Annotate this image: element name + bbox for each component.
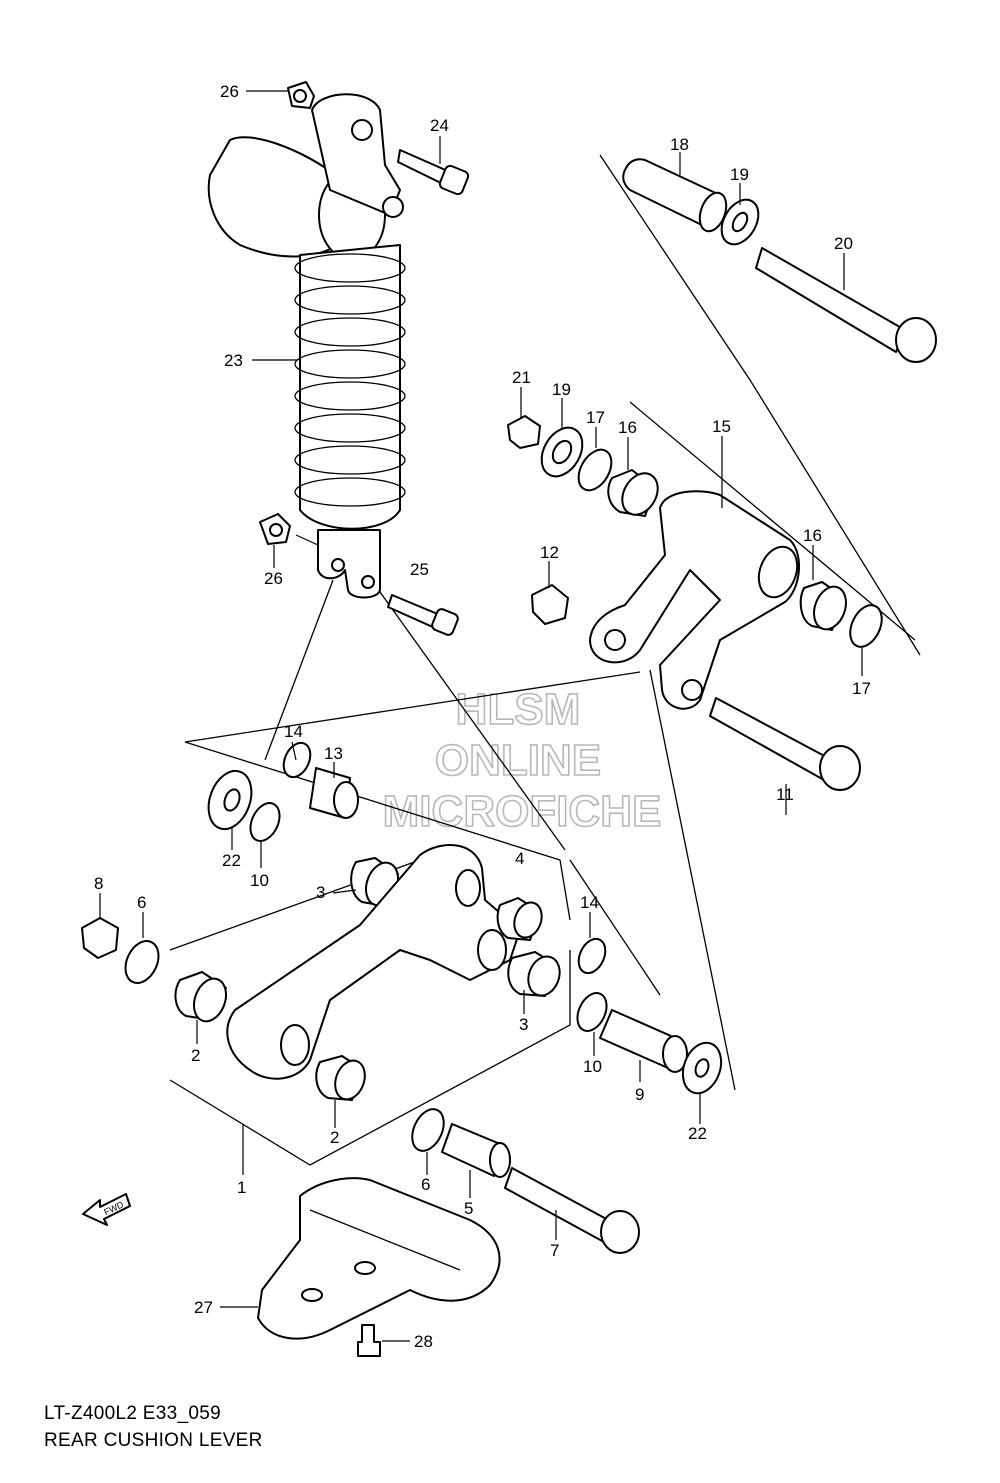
callout-22-right: 22 <box>688 1124 707 1143</box>
nut-21 <box>507 415 541 449</box>
outline-bottom-frame <box>169 950 571 1166</box>
shock-top-mount <box>311 93 401 216</box>
watermark-line-3: MICROFICHE <box>383 787 662 836</box>
watermark: HLSM ONLINE MICROFICHE <box>382 684 662 837</box>
outline-lower-link-frame <box>184 671 641 743</box>
callout-17-lower: 17 <box>852 679 871 698</box>
collar-5 <box>441 1123 511 1178</box>
callout-22-left: 22 <box>222 851 241 870</box>
callout-25: 25 <box>410 560 429 579</box>
outline-upper-pin-group <box>599 154 921 656</box>
seal-10-right <box>576 992 608 1032</box>
diagram-title: REAR CUSHION LEVER <box>44 1430 263 1451</box>
callout-23: 23 <box>224 351 243 370</box>
assembly-outlines <box>169 154 921 1166</box>
rear-shock-absorber <box>207 93 406 599</box>
outline-cushion-lever-group <box>629 401 916 641</box>
nut-8 <box>81 917 119 959</box>
collar-9 <box>599 1009 688 1073</box>
callout-11: 11 <box>776 785 794 804</box>
outline-shock-left <box>264 579 334 761</box>
callout-numbers: 26 24 23 26 25 18 19 20 21 19 17 16 15 1… <box>94 82 871 1351</box>
callout-8: 8 <box>94 874 103 893</box>
callout-24: 24 <box>430 116 449 135</box>
callout-19-upper: 19 <box>730 165 749 184</box>
callout-2-left: 2 <box>191 1046 200 1065</box>
nut-12 <box>531 584 569 625</box>
seal-17-upper <box>577 448 613 492</box>
watermark-line-1: HLSM <box>456 685 581 734</box>
callout-26-lower: 26 <box>264 569 283 588</box>
washer-6-lower <box>411 1108 445 1152</box>
fwd-arrow-icon: FWD <box>82 1193 131 1226</box>
callout-3-left: 3 <box>316 883 325 902</box>
collar-13 <box>309 767 359 819</box>
guard-27 <box>257 1177 501 1340</box>
outline-right-frame <box>569 859 661 996</box>
bearing-2-left <box>174 971 227 1023</box>
bolt-7 <box>504 1167 640 1254</box>
callout-17-upper: 17 <box>586 408 605 427</box>
callout-27: 27 <box>194 1298 213 1317</box>
outline-right-long <box>649 669 736 1091</box>
nut-26-top <box>287 81 315 109</box>
callout-16-upper: 16 <box>618 418 637 437</box>
callout-10-right: 10 <box>583 1057 602 1076</box>
washer-6-left <box>124 940 160 984</box>
bearing-2-lower <box>315 1055 366 1101</box>
callout-16-lower: 16 <box>803 526 822 545</box>
callout-7: 7 <box>550 1241 559 1260</box>
bearing-16-lower <box>799 581 847 631</box>
seal-14-right <box>577 937 607 975</box>
callout-1: 1 <box>237 1178 246 1197</box>
outline-shock-right <box>374 584 566 851</box>
bolt-20 <box>755 247 937 363</box>
seal-14-left <box>282 741 312 779</box>
bolt-11 <box>709 697 861 791</box>
seal-10-left <box>249 802 281 842</box>
seal-17-lower <box>849 604 883 648</box>
bearing-3-right-upper <box>496 897 543 941</box>
callout-5: 5 <box>464 1199 473 1218</box>
collar-18 <box>622 158 728 233</box>
callout-19-lower: 19 <box>552 380 571 399</box>
bearing-16-upper <box>607 469 659 517</box>
callout-14-right: 14 <box>580 893 599 912</box>
washer-19-lower <box>540 426 584 478</box>
callout-3-right: 3 <box>519 1015 528 1034</box>
callout-6-left: 6 <box>137 893 146 912</box>
top-mount-bore <box>351 119 373 141</box>
washer-22-left <box>207 769 253 831</box>
callout-14-left: 14 <box>284 722 303 741</box>
shock-spring <box>294 244 406 530</box>
outline-left-frame <box>184 741 571 921</box>
adjuster-knob <box>382 196 404 218</box>
callout-10-left: 10 <box>250 871 269 890</box>
leader-lines <box>99 90 863 1342</box>
callout-4: 4 <box>515 849 524 868</box>
callout-6-lower: 6 <box>421 1175 430 1194</box>
cushion-lever-15 <box>589 490 801 710</box>
callout-28: 28 <box>414 1332 433 1351</box>
callout-21: 21 <box>512 368 531 387</box>
callout-12: 12 <box>540 543 559 562</box>
watermark-line-2: ONLINE <box>435 736 601 785</box>
callout-26-top: 26 <box>220 82 239 101</box>
bolt-28 <box>357 1324 381 1357</box>
callout-18: 18 <box>670 135 689 154</box>
lower-link-4 <box>226 844 521 1080</box>
callout-9: 9 <box>635 1085 644 1104</box>
bolt-24 <box>397 149 470 196</box>
diagram-model-code: LT-Z400L2 E33_059 <box>44 1403 221 1424</box>
callout-13: 13 <box>324 744 343 763</box>
bolt-25 <box>387 594 459 636</box>
bearing-3-right-lower <box>507 951 561 997</box>
nut-26-lower <box>259 513 291 545</box>
callout-15: 15 <box>712 417 731 436</box>
callout-2-lower: 2 <box>330 1128 339 1147</box>
washer-19-upper <box>720 198 760 246</box>
washer-22-right <box>681 1041 723 1095</box>
callout-20: 20 <box>834 234 853 253</box>
